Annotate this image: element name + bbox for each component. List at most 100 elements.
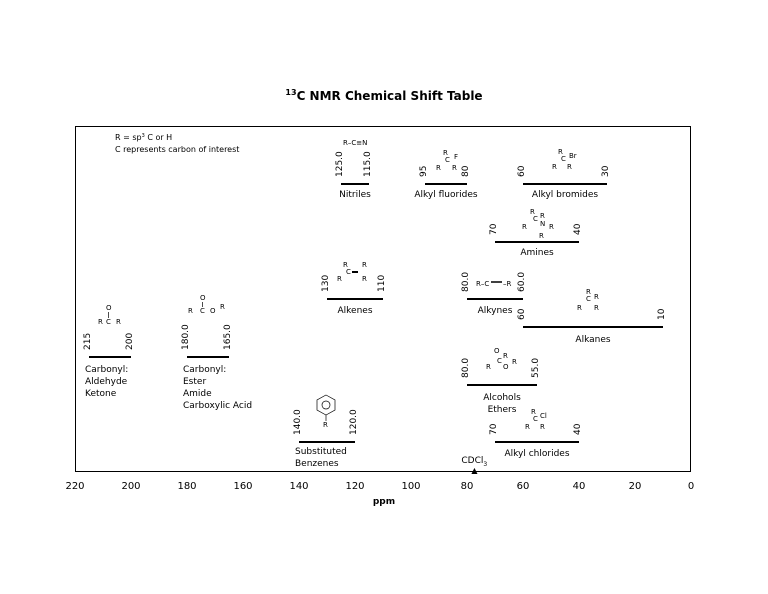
svg-text:O: O: [494, 347, 500, 355]
benzenes-range-bar: [299, 441, 355, 443]
nitrile-structure-icon: R–C≡N: [343, 139, 367, 147]
nitriles-label: Nitriles: [339, 189, 371, 201]
svg-text:Cl: Cl: [540, 412, 547, 420]
carbonyl-ester-range-bar: [187, 356, 229, 358]
alkynes-label-line: Alkynes: [477, 306, 513, 316]
svg-text:R: R: [539, 232, 544, 240]
svg-text:R: R: [525, 423, 530, 431]
alkanes-label: Alkanes: [575, 334, 610, 346]
svg-text:O: O: [106, 304, 112, 312]
x-axis-tick-label: 60: [516, 481, 530, 492]
solvent-label: CDCl3: [461, 456, 487, 468]
svg-text:N: N: [540, 220, 545, 228]
alkyl-bromides-range-bar: [523, 183, 607, 185]
svg-text:R: R: [362, 261, 367, 269]
svg-text:R: R: [337, 275, 342, 283]
alkynes-range-bar: [467, 298, 523, 300]
nitriles-range-bar: [341, 183, 369, 185]
amines-range-bar: [495, 241, 579, 243]
alcohols-ethers-label-line: Ethers: [487, 405, 517, 415]
x-axis-tick-label: 180: [177, 481, 197, 492]
legend-line-1: R = sp3 C or H: [115, 132, 239, 144]
alkenes-label: Alkenes: [337, 305, 372, 317]
alkyl-chlorides-label: Alkyl chlorides: [504, 448, 569, 460]
svg-text:R: R: [594, 293, 599, 301]
svg-text:R: R: [503, 352, 508, 360]
carbonyl-ester-label-line: Amide: [183, 389, 212, 399]
alcohols-ethers-label-line: Alcohols: [483, 393, 521, 403]
alkyl-fluorides-range-bar: [425, 183, 467, 185]
alkanes-label-line: Alkanes: [575, 335, 611, 345]
alkyl-fluorides-label: Alkyl fluorides: [414, 189, 477, 201]
alkenes-range-bar: [327, 298, 383, 300]
legend-line-2: C represents carbon of interest: [115, 145, 240, 154]
alkanes-range-bar: [523, 326, 663, 328]
svg-text:R: R: [323, 421, 328, 429]
svg-text:R: R: [552, 163, 557, 171]
svg-text:–R: –R: [503, 280, 512, 288]
legend-line-1-pre: R = sp: [115, 133, 142, 142]
alkyl-fluorides-label-line: Alkyl fluorides: [414, 190, 478, 200]
svg-text:R: R: [436, 164, 441, 172]
svg-text:C: C: [533, 215, 538, 223]
nitriles-label-line: Nitriles: [339, 190, 371, 200]
svg-text:R: R: [586, 288, 591, 296]
svg-text:R: R: [452, 164, 457, 172]
benzenes-label-line: Benzenes: [295, 459, 339, 469]
alkyne-structure-icon: R–C –R: [476, 280, 512, 288]
x-axis-tick-label: 160: [233, 481, 253, 492]
solvent-subscript: 3: [483, 460, 488, 468]
svg-text:C: C: [200, 307, 205, 315]
svg-text:R: R: [549, 223, 554, 231]
carbonyl-ester-label-line: Carboxylic Acid: [183, 401, 253, 411]
svg-text:R: R: [522, 223, 527, 231]
x-axis-tick-label: 0: [687, 481, 695, 492]
x-axis-tick-label: 20: [628, 481, 642, 492]
x-axis-tick-label: 200: [121, 481, 141, 492]
x-axis-label: ppm: [372, 497, 396, 507]
svg-text:R: R: [220, 303, 225, 311]
alkyl-chlorides-range-bar: [495, 441, 579, 443]
svg-text:C: C: [561, 155, 566, 163]
svg-text:C: C: [346, 268, 351, 276]
svg-text:R: R: [540, 423, 545, 431]
legend: R = sp3 C or H C represents carbon of in…: [115, 132, 239, 156]
x-axis-tick-label: 120: [345, 481, 365, 492]
svg-text:C: C: [445, 156, 450, 164]
svg-text:O: O: [210, 307, 216, 315]
x-axis-tick-label: 220: [65, 481, 85, 492]
svg-text:R: R: [116, 318, 121, 326]
x-axis-tick-label: 40: [572, 481, 586, 492]
svg-text:R: R: [512, 358, 517, 366]
svg-text:R: R: [362, 275, 367, 283]
alcohols-ethers-range-bar: [467, 384, 537, 386]
svg-text:C: C: [497, 357, 502, 365]
carbonyl-ketone-label-line: Ketone: [85, 389, 117, 399]
svg-text:R: R: [540, 212, 545, 220]
chart-title: 13C NMR Chemical Shift Table: [0, 89, 768, 104]
svg-text:Br: Br: [569, 152, 577, 160]
legend-line-1-post: C or H: [144, 133, 173, 142]
plot-frame: [75, 126, 691, 472]
svg-text:R: R: [343, 261, 348, 269]
amines-label: Amines: [520, 247, 553, 259]
svg-text:C: C: [586, 295, 591, 303]
alkyl-bromides-label-line: Alkyl bromides: [531, 190, 599, 200]
svg-text:R: R: [188, 307, 193, 315]
svg-text:R–C≡N: R–C≡N: [343, 139, 367, 147]
svg-text:C: C: [533, 415, 538, 423]
alkyl-chlorides-label-line: Alkyl chlorides: [504, 449, 570, 459]
alkynes-label: Alkynes: [478, 305, 513, 317]
svg-text:R–C: R–C: [476, 280, 489, 288]
svg-text:R: R: [486, 363, 491, 371]
carbonyl-ketone-range-bar: [89, 356, 131, 358]
svg-text:R: R: [443, 149, 448, 157]
carbonyl-ester-label-line: Carbonyl:: [183, 365, 227, 375]
carbonyl-ester-label-line: Ester: [183, 377, 207, 387]
